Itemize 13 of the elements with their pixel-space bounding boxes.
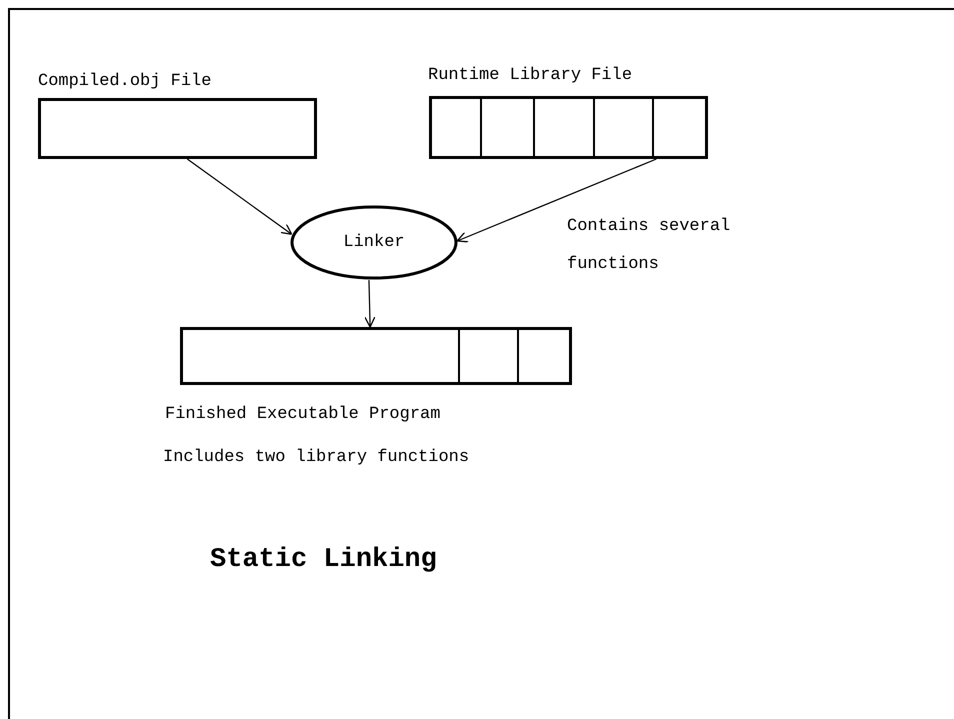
node-caption: Runtime Library File (428, 66, 632, 86)
note-text: Contains several functions (567, 216, 732, 276)
node-caption: Compiled.obj File (38, 72, 212, 92)
node-caption: Includes two library functions (163, 448, 470, 468)
file-box (180, 327, 572, 385)
arrow (186, 158, 292, 235)
file-box (38, 98, 317, 159)
file-box (429, 96, 708, 159)
linker-ellipse: Linker (290, 205, 458, 280)
arrow (456, 158, 657, 242)
diagram-title: Static Linking (210, 545, 437, 575)
node-caption: Finished Executable Program (165, 405, 440, 425)
arrow (364, 280, 376, 328)
